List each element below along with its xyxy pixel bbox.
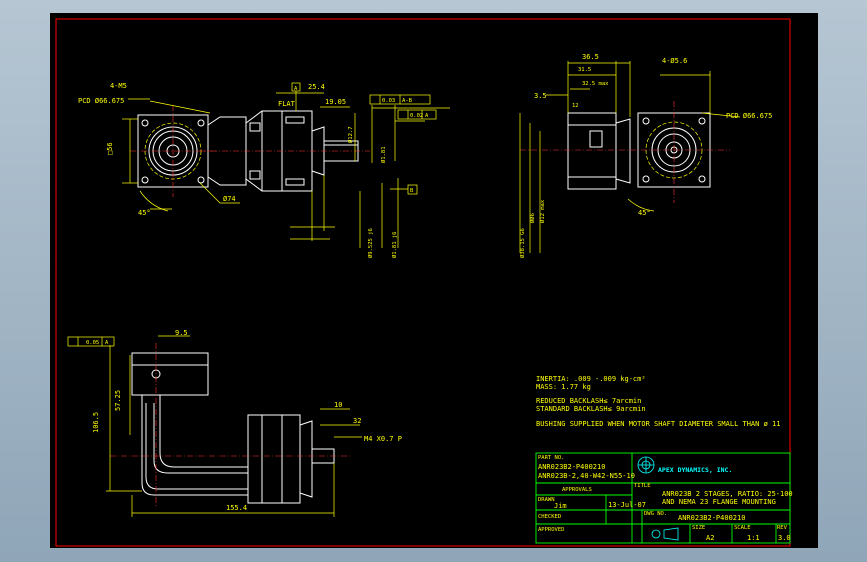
top-shaft1-label: Ø12.7	[347, 126, 354, 143]
front-tol-ref: A	[105, 340, 109, 346]
tb-part-no-label: PART NO.	[538, 455, 565, 461]
top-view: 4-M5 PCD Ø66.675 □56 45° Ø74 FLAT A B 25…	[78, 82, 450, 258]
right-v2-label: ØØ6	[529, 213, 536, 223]
tb-title-label: TITLE	[634, 483, 651, 489]
note-standard-backlash: STANDARD BACKLASH≤ 9arcmin	[536, 405, 646, 413]
tb-part-no-2: ANR023B-2,40-W42-N55-10	[538, 472, 635, 480]
right-d35-label: 3.5	[534, 92, 547, 100]
tb-title-1: ANR023B 2 STAGES, RATIO: 25-100	[662, 490, 793, 498]
top-tol1-value: 0.03	[382, 98, 395, 104]
top-pcd-label: PCD Ø66.675	[78, 97, 124, 105]
tb-rev-label: REV	[777, 525, 788, 531]
apex-logo-icon	[637, 456, 655, 474]
right-angle-label: 45°	[638, 209, 651, 217]
top-shaft2-label: Ø1.81	[380, 146, 387, 163]
right-holes-label: 4-Ø5.6	[662, 57, 687, 65]
right-d325max-label: 32.5 max	[582, 81, 609, 87]
title-block: PART NO. ANR023B2-P400210 ANR023B-2,40-W…	[535, 452, 793, 544]
right-d315-label: 31.5	[578, 67, 591, 73]
tb-approvals-label: APPROVALS	[562, 487, 592, 493]
tb-dwg-no: ANR023B2-P400210	[678, 514, 745, 522]
right-view: 36.5 31.5 32.5 max 3.5 12 4-Ø5.6 PCD Ø66…	[519, 53, 772, 258]
tb-drawn-label: DRAWN	[538, 497, 555, 503]
top-tol2-value: 0.02	[410, 113, 423, 119]
tb-part-no-1: ANR023B2-P400210	[538, 463, 605, 471]
tb-size-label: SIZE	[692, 525, 705, 531]
right-d365-label: 36.5	[582, 53, 599, 61]
right-v3-label: Ø12 max	[539, 199, 546, 223]
tb-size: A2	[706, 534, 714, 542]
note-mass: MASS: 1.77 kg	[536, 383, 591, 391]
top-angle-label: 45°	[138, 209, 151, 217]
top-v1-label: Ø9.525 j6	[367, 228, 374, 258]
front-d32-label: 32	[353, 417, 361, 425]
drawing-border	[55, 18, 791, 547]
right-pcd-label: PCD Ø66.675	[726, 112, 772, 120]
projection-symbol-icon	[651, 527, 679, 541]
front-thread-label: M4 X0.7 P	[364, 435, 402, 443]
tb-title-2: AND NEMA 23 FLANGE MOUNTING	[662, 498, 776, 506]
top-tol2-ref: A	[425, 113, 429, 119]
top-d254-label: 25.4	[308, 83, 325, 91]
top-flat-label: FLAT	[278, 100, 296, 108]
notes-block: INERTIA: .009 -.009 kg-cm² MASS: 1.77 kg…	[536, 375, 780, 428]
front-tol-value: 0.05	[86, 340, 99, 346]
top-tol1-ref: A-B	[402, 98, 413, 104]
front-d1065-label: 106.5	[92, 412, 100, 433]
tb-dwg-no-label: DWG NO.	[644, 511, 667, 517]
front-d1554-label: 155.4	[226, 504, 247, 512]
top-datum-a: A	[294, 86, 298, 92]
top-d1905-label: 19.05	[325, 98, 346, 106]
note-reduced-backlash: REDUCED BACKLASH≤ 7arcmin	[536, 397, 641, 405]
tb-drawn-by: Jim	[554, 502, 567, 510]
tb-company: APEX DYNAMICS, INC.	[658, 466, 732, 474]
tb-rev: 3.0	[778, 534, 791, 542]
note-inertia: INERTIA: .009 -.009 kg-cm²	[536, 375, 646, 383]
right-d12-label: 12	[572, 103, 579, 109]
tb-checked-label: CHECKED	[538, 514, 561, 520]
top-dia74-label: Ø74	[223, 195, 236, 203]
tb-scale: 1:1	[747, 534, 760, 542]
tb-date: 13-Jul-07	[608, 501, 646, 509]
front-d75-label: 57.25	[114, 390, 122, 411]
top-v2-label: Ø1.81 j6	[391, 232, 398, 259]
top-datum-b: B	[410, 188, 414, 194]
tb-scale-label: SCALE	[734, 525, 751, 531]
right-v1-label: Ø38.15 G6	[519, 228, 526, 258]
top-square-label: □56	[106, 142, 114, 155]
front-d10-label: 10	[334, 401, 342, 409]
tb-approved-label: APPROVED	[538, 527, 565, 533]
note-bushing: BUSHING SUPPLIED WHEN MOTOR SHAFT DIAMET…	[536, 420, 780, 428]
front-view: 0.05 A 9.5 106.5 57.25 155.4 10 32 M4 X0…	[67, 329, 402, 517]
drawing-sheet: 4-M5 PCD Ø66.675 □56 45° Ø74 FLAT A B 25…	[55, 18, 793, 547]
top-holes-label: 4-M5	[110, 82, 127, 90]
cad-viewport[interactable]: 4-M5 PCD Ø66.675 □56 45° Ø74 FLAT A B 25…	[50, 13, 818, 548]
front-d95-label: 9.5	[175, 329, 188, 337]
